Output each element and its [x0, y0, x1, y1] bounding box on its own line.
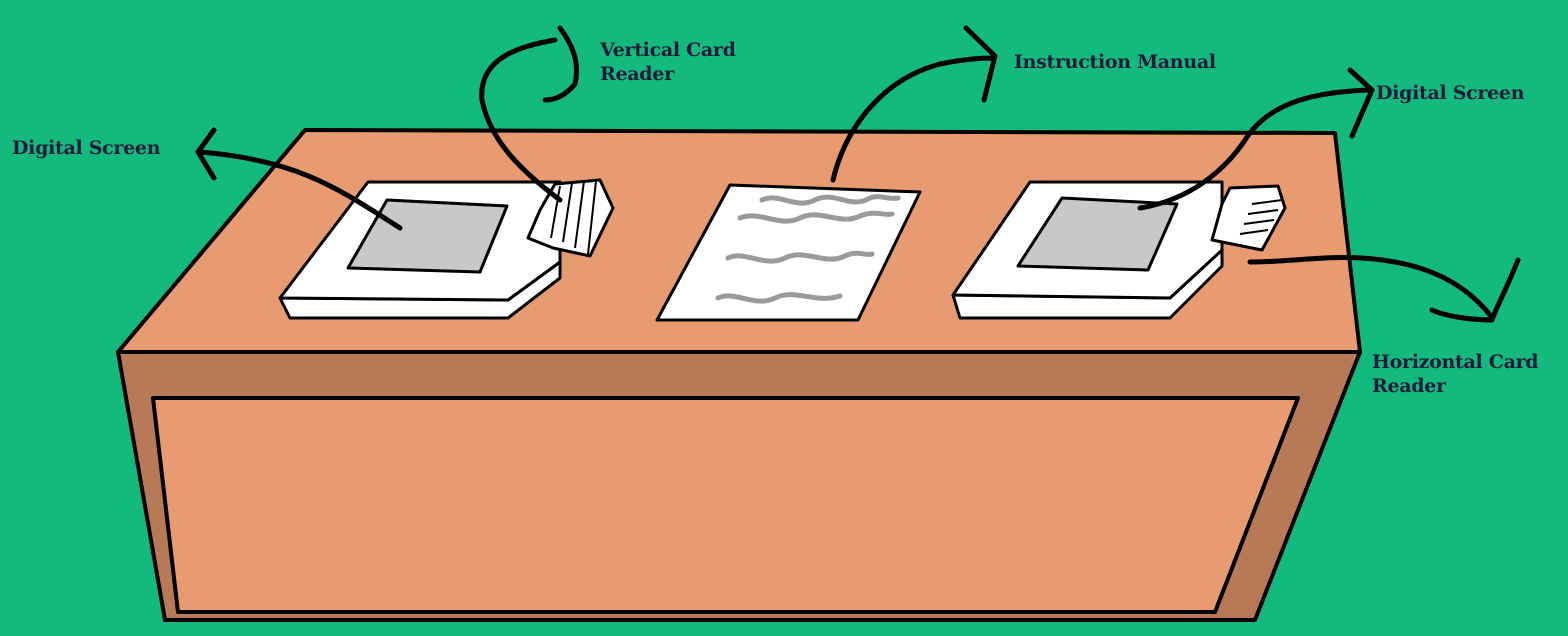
label-line-1: Vertical Card: [600, 39, 736, 61]
label-text: Digital Screen: [12, 137, 161, 159]
right-digital-screen: [1016, 196, 1179, 272]
label-line-1: Horizontal Card: [1372, 351, 1539, 373]
label-vertical-card-reader: Vertical Card Reader: [600, 38, 736, 86]
vertical-card-reader: [526, 178, 615, 258]
arrow-left-screen: [195, 127, 403, 231]
arrow-horizontal-card-reader: [1247, 255, 1521, 323]
arrow-right-screen: [1137, 67, 1375, 211]
arrow-instruction-manual: [830, 25, 998, 183]
label-digital-screen-right: Digital Screen: [1376, 81, 1525, 105]
label-line-2: Reader: [1372, 375, 1446, 397]
arrow-vertical-card-reader: [479, 25, 579, 203]
label-text: Digital Screen: [1376, 82, 1525, 104]
instruction-manual-sheet: [655, 183, 922, 322]
label-text: Instruction Manual: [1014, 51, 1216, 73]
vertical-card-reader-slots: [550, 180, 597, 255]
left-kiosk-device: [278, 178, 615, 320]
label-horizontal-card-reader: Horizontal Card Reader: [1372, 350, 1539, 398]
callout-arrows: [195, 25, 1521, 323]
horizontal-card-reader-slots: [1239, 199, 1283, 235]
right-kiosk-device: [951, 180, 1287, 320]
label-line-2: Reader: [600, 63, 674, 85]
label-instruction-manual: Instruction Manual: [1014, 50, 1216, 74]
manual-scribbles: [715, 194, 901, 304]
label-digital-screen-left: Digital Screen: [12, 136, 161, 160]
table-front-panel: [151, 396, 1300, 614]
